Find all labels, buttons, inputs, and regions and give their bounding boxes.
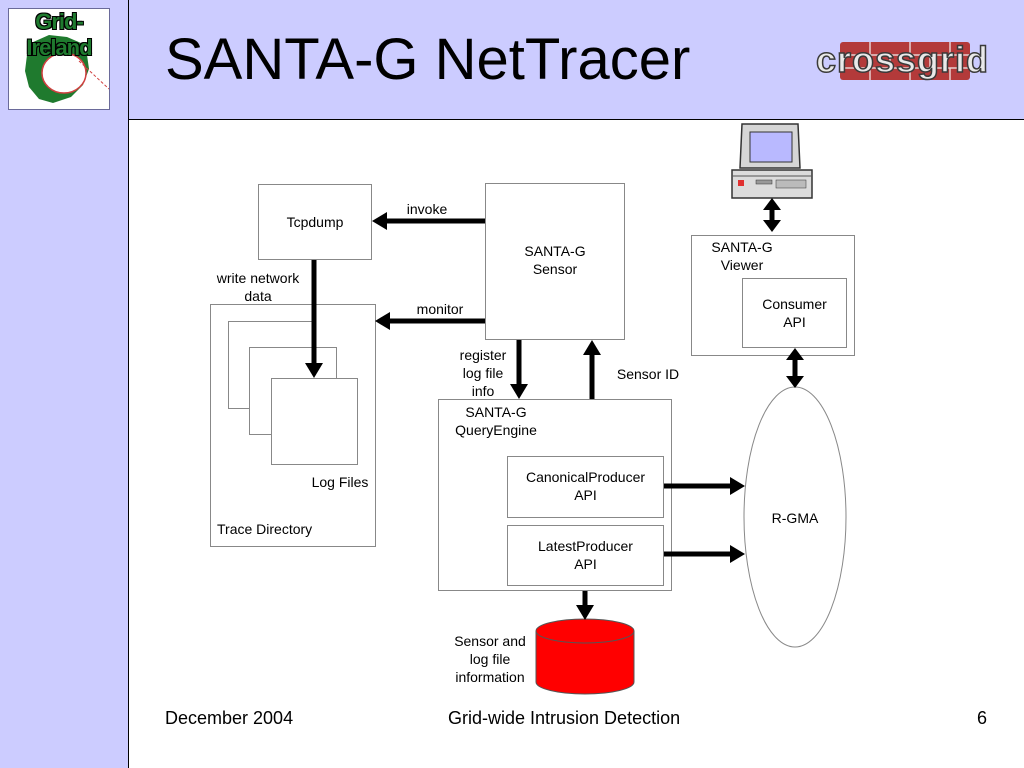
database-label: Sensor and log file information	[454, 633, 526, 685]
invoke-label: invoke	[406, 201, 448, 217]
monitor-label: monitor	[416, 301, 464, 317]
register-log-file-info-label: register log file info	[459, 347, 507, 399]
rgma-label: R-GMA	[771, 510, 819, 526]
canonical-producer-label: CanonicalProducer API	[525, 469, 646, 503]
query-engine-to-database-arrow	[576, 591, 594, 620]
consumer-rgma-arrow	[786, 348, 804, 388]
latest-to-rgma-arrow	[664, 545, 745, 563]
left-band	[0, 0, 129, 768]
write-network-data-arrow	[305, 260, 323, 378]
ireland-map-icon	[25, 35, 109, 103]
log-file-sheet-front	[271, 378, 358, 465]
crossgrid-logo: crossgrid	[800, 38, 1005, 84]
viewer-computer-arrow	[763, 198, 781, 232]
consumer-api-box	[742, 278, 847, 348]
footer-center-text: Grid-wide Intrusion Detection	[448, 708, 681, 728]
sensor-label: SANTA-G Sensor	[524, 243, 586, 277]
crossgrid-logo-text: crossgrid	[815, 39, 990, 81]
sensor-id-arrow	[583, 340, 601, 399]
page-title: SANTA-G NetTracer	[165, 27, 691, 92]
footer-page-number: 6	[977, 708, 988, 728]
tcpdump-box	[258, 184, 372, 260]
footer-date: December 2004	[165, 708, 294, 728]
query-engine-label: SANTA-G QueryEngine	[455, 404, 537, 438]
log-files-label: Log Files	[311, 474, 369, 490]
canonical-to-rgma-arrow	[664, 477, 745, 495]
consumer-api-label: Consumer API	[762, 296, 827, 330]
latest-producer-box	[507, 525, 664, 586]
computer-icon	[731, 123, 813, 199]
grid-ireland-logo: Grid-Ireland	[8, 8, 110, 110]
write-network-data-label: write network data	[216, 270, 300, 304]
monitor-arrow	[375, 312, 485, 330]
database-cylinder	[535, 618, 635, 695]
grid-ireland-logo-text: Grid-Ireland	[26, 9, 92, 60]
santa-g-sensor-box	[485, 183, 625, 340]
viewer-label: SANTA-G Viewer	[711, 239, 773, 273]
register-log-file-info-arrow	[510, 340, 528, 399]
canonical-producer-box	[507, 456, 664, 518]
crossgrid-brick-icon	[840, 42, 970, 80]
trace-directory-label: Trace Directory	[217, 521, 313, 537]
sensor-id-label: Sensor ID	[616, 366, 680, 382]
tcpdump-label: Tcpdump	[286, 214, 344, 230]
invoke-arrow	[372, 212, 485, 230]
latest-producer-label: LatestProducer API	[538, 538, 633, 572]
